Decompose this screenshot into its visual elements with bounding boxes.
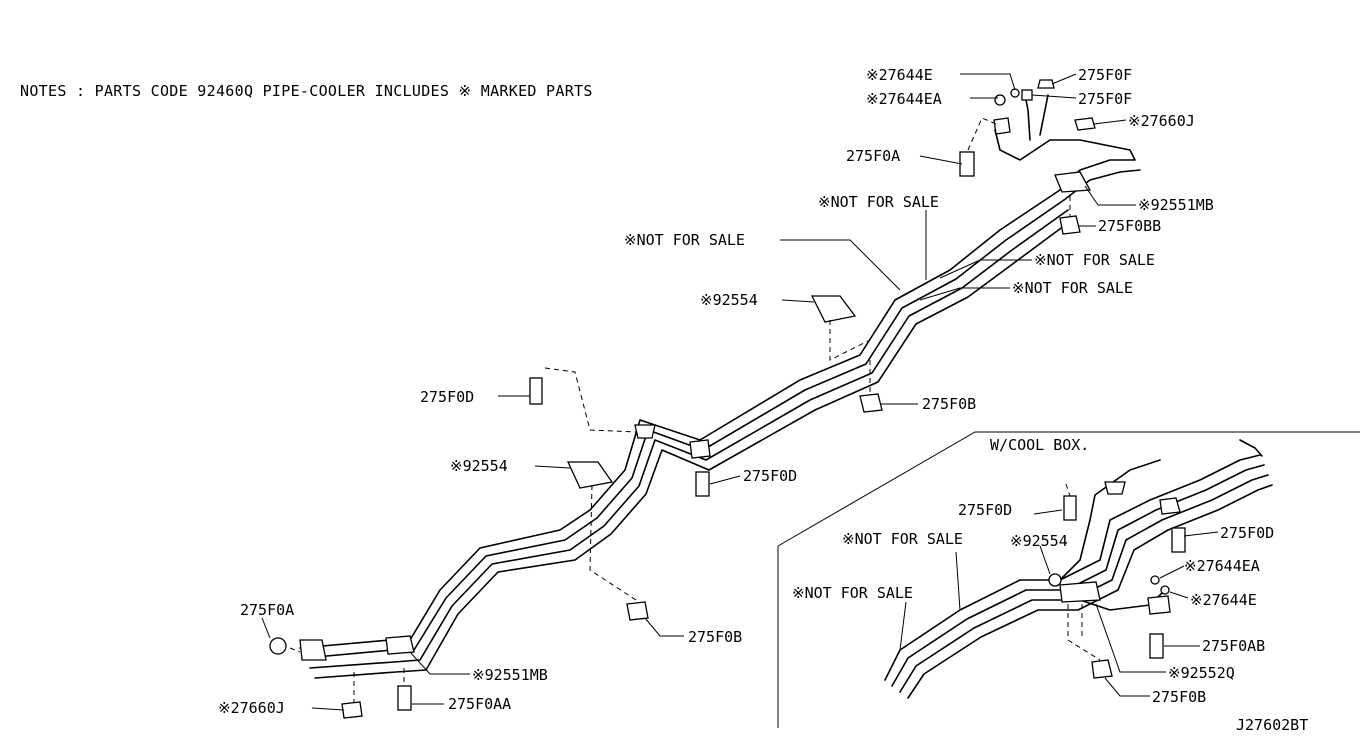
label-27644ea-top: ※27644EA [866, 90, 942, 108]
dashed-leaders [289, 117, 1071, 702]
label-275f0a-bottom: 275F0A [240, 601, 294, 619]
main-leaders [261, 73, 1136, 711]
label-not-for-sale-3: ※NOT FOR SALE [1034, 251, 1155, 269]
inset-label-not-for-sale-1: ※NOT FOR SALE [842, 530, 963, 548]
main-pipe-bundle [299, 94, 1141, 679]
label-not-for-sale-4: ※NOT FOR SALE [1012, 279, 1133, 297]
label-27644e-top: ※27644E [866, 66, 933, 84]
main-parts [269, 79, 1096, 719]
inset-label-27644e: ※27644E [1190, 591, 1257, 609]
label-275f0aa: 275F0AA [448, 695, 511, 713]
inset-cool-box: W/COOL BOX. 275F0D ※NOT FOR SALE [777, 431, 1360, 728]
label-275f0b-lower: 275F0B [688, 628, 742, 646]
label-275f0f-a: 275F0F [1078, 66, 1132, 84]
inset-label-275f0d-left: 275F0D [958, 501, 1012, 519]
label-not-for-sale-2: ※NOT FOR SALE [624, 231, 745, 249]
label-92554-upper: ※92554 [700, 291, 758, 309]
label-275f0d-left: 275F0D [420, 388, 474, 406]
inset-label-not-for-sale-2: ※NOT FOR SALE [792, 584, 913, 602]
inset-label-92554: ※92554 [1010, 532, 1068, 550]
label-275f0f-b: 275F0F [1078, 90, 1132, 108]
inset-label-92552q: ※92552Q [1168, 664, 1235, 682]
label-27660j-top: ※27660J [1128, 112, 1195, 130]
inset-label-275f0b: 275F0B [1152, 688, 1206, 706]
label-275f0b-upper: 275F0B [922, 395, 976, 413]
label-92554-lower: ※92554 [450, 457, 508, 475]
inset-label-275f0d-right: 275F0D [1220, 524, 1274, 542]
label-275f0bb: 275F0BB [1098, 217, 1161, 235]
inset-label-27644ea: ※27644EA [1184, 557, 1260, 575]
inset-title: W/COOL BOX. [990, 436, 1089, 454]
diagram-id: J27602BT [1236, 716, 1308, 734]
label-275f0a-top: 275F0A [846, 147, 900, 165]
inset-label-275f0ab: 275F0AB [1202, 637, 1265, 655]
label-not-for-sale-1: ※NOT FOR SALE [818, 193, 939, 211]
label-27660j-bottom: ※27660J [218, 699, 285, 717]
label-92551mb-top: ※92551MB [1138, 196, 1214, 214]
label-92551mb-bottom: ※92551MB [472, 666, 548, 684]
label-275f0d-mid: 275F0D [743, 467, 797, 485]
parts-notes: NOTES : PARTS CODE 92460Q PIPE-COOLER IN… [20, 82, 593, 100]
